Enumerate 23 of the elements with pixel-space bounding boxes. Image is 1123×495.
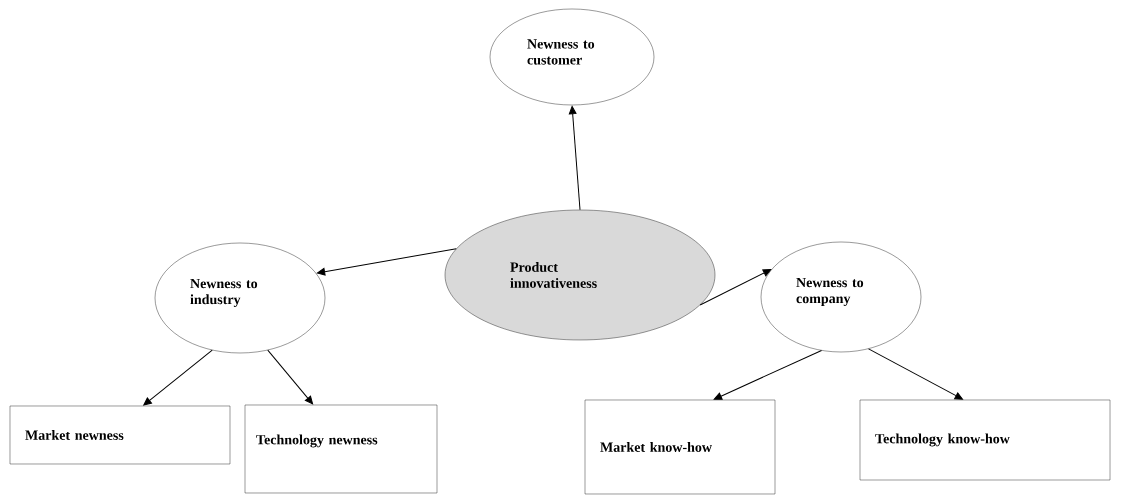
- concept-ellipse: [444, 209, 716, 341]
- node-label: Newness to customer: [527, 39, 595, 65]
- node-label: Market newness: [25, 430, 124, 440]
- concept-box: [859, 399, 1111, 481]
- node-label: Product innovativeness: [510, 262, 597, 288]
- arrow: [868, 348, 964, 400]
- concept-ellipse: [154, 242, 326, 354]
- concept-box: [244, 404, 438, 494]
- arrow: [568, 105, 581, 211]
- arrow: [316, 248, 457, 276]
- arrow: [699, 269, 772, 306]
- node-label: Newness to industry: [190, 278, 258, 308]
- node-label: Technology newness: [256, 434, 378, 448]
- node-label: Market know-how: [600, 442, 712, 452]
- concept-box: [9, 405, 231, 465]
- arrow: [713, 350, 823, 400]
- concept-ellipse: [489, 8, 655, 106]
- concept-ellipse: [760, 241, 922, 353]
- arrow: [267, 349, 314, 405]
- concept-box: [584, 399, 776, 495]
- arrow: [143, 349, 213, 406]
- node-label: Technology know-how: [875, 433, 1010, 447]
- node-label: Newness to company: [796, 277, 864, 307]
